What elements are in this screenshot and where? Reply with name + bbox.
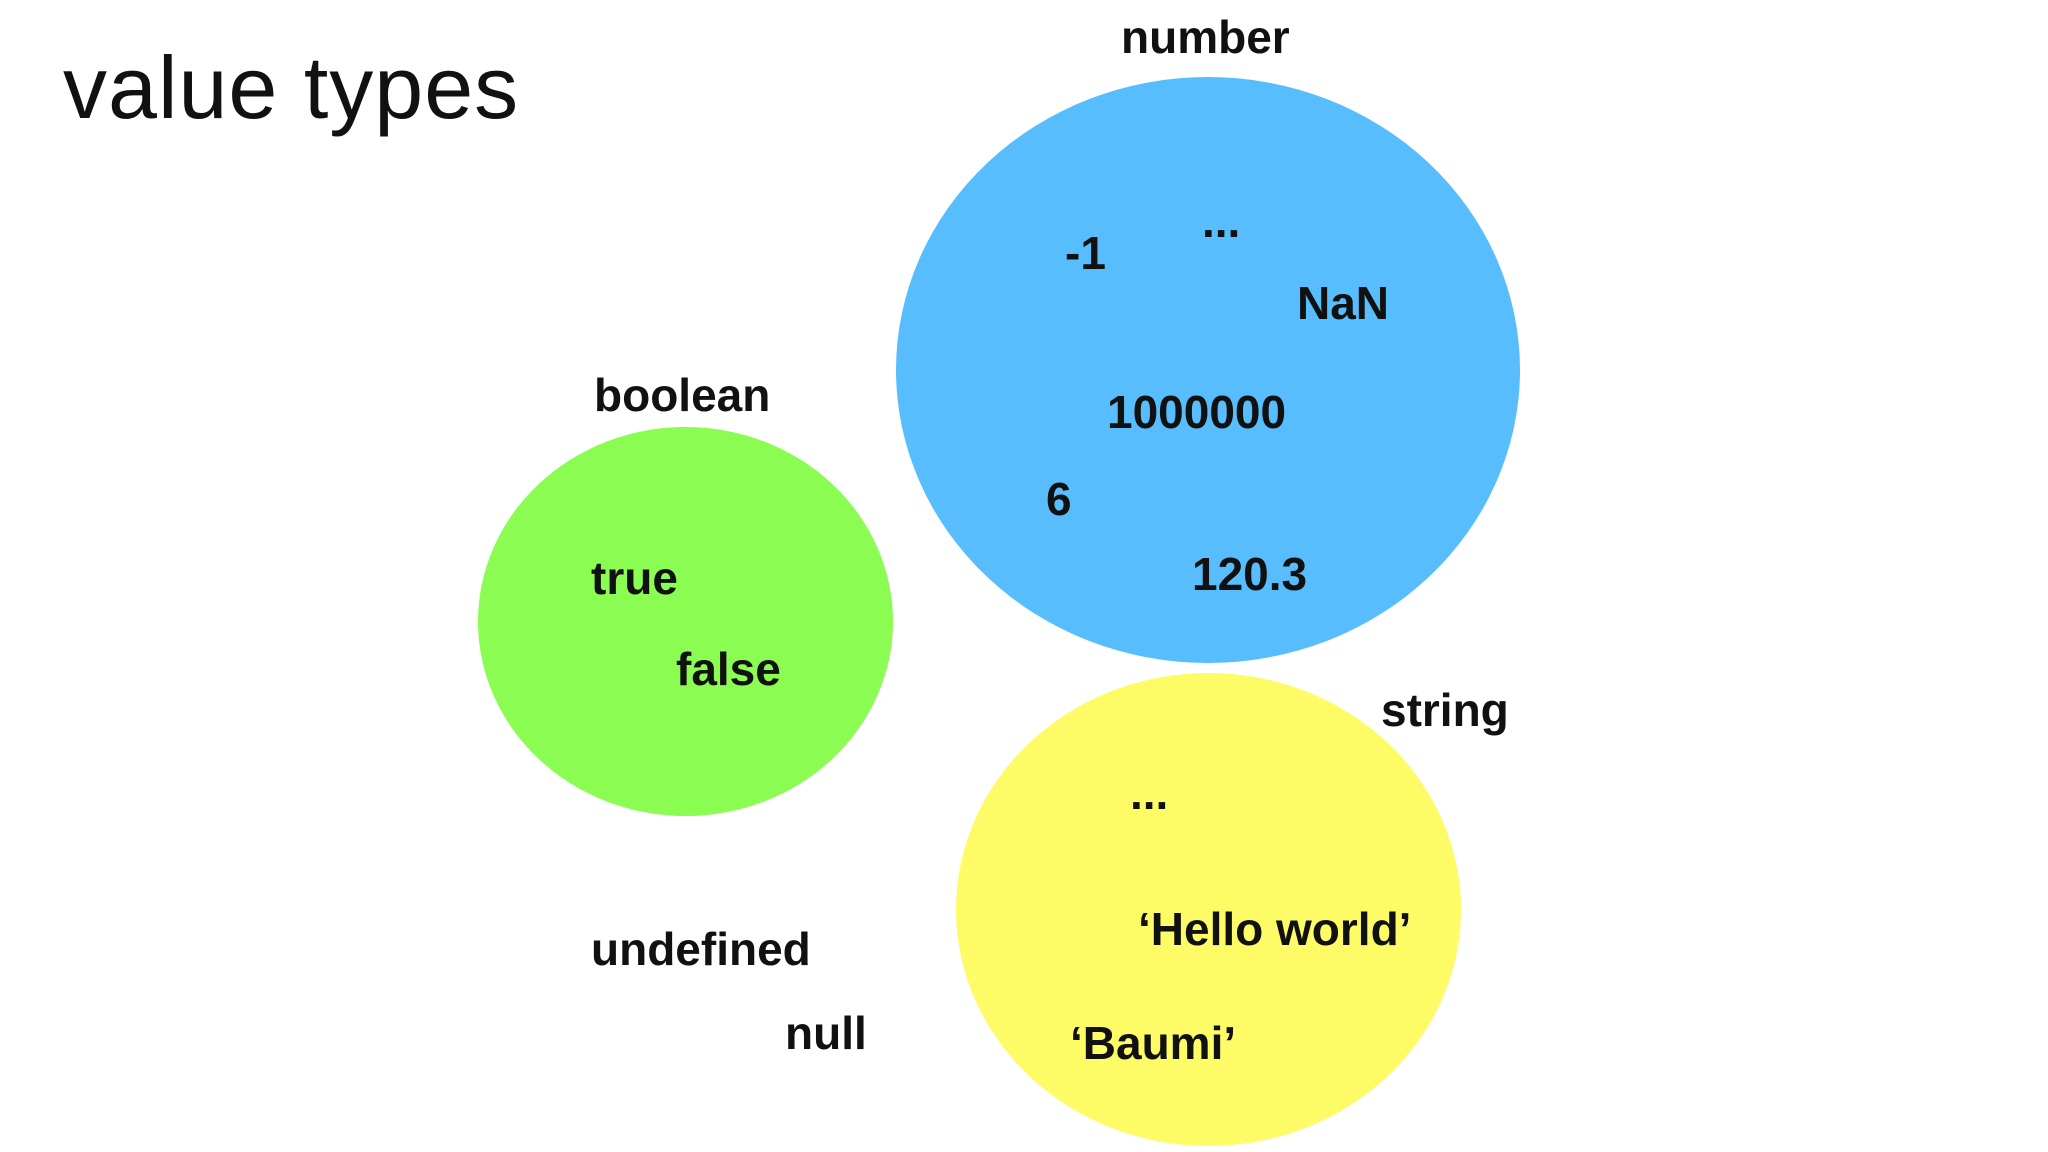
number-value-ellipsis: ... [1202, 195, 1241, 247]
null-label: null [785, 1007, 867, 1059]
string-value-ellipsis: ... [1130, 767, 1169, 819]
number-value-decimal: 120.3 [1192, 548, 1308, 600]
string-set-label: string [1381, 684, 1509, 736]
number-set-label: number [1121, 11, 1290, 63]
number-value-six: 6 [1046, 473, 1072, 525]
boolean-set-ellipse [478, 427, 893, 816]
string-value-baumi: ‘Baumi’ [1070, 1017, 1237, 1069]
string-set-ellipse [956, 673, 1461, 1146]
boolean-value-true: true [591, 552, 678, 604]
number-set-ellipse [896, 77, 1520, 663]
boolean-set-label: boolean [594, 369, 771, 421]
undefined-label: undefined [591, 923, 811, 975]
slide-title: value types [63, 38, 520, 137]
number-value-nan: NaN [1297, 277, 1390, 329]
number-value-million: 1000000 [1107, 386, 1287, 438]
string-value-hello-world: ‘Hello world’ [1138, 903, 1412, 955]
boolean-value-false: false [676, 643, 781, 695]
number-value-minus-one: -1 [1065, 227, 1106, 279]
